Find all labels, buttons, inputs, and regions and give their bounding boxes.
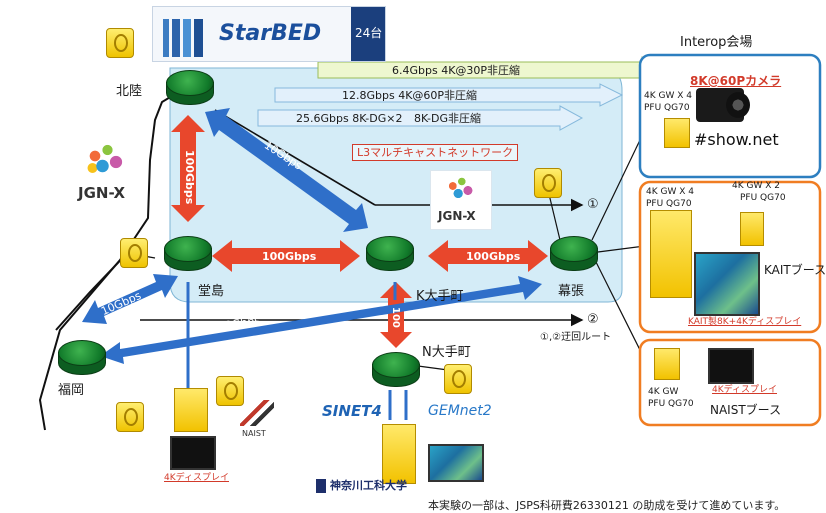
link-kotemachi-notemachi-label: 100 [390,307,401,328]
link-fukuoka-makuhari [100,276,542,364]
dojima-gateway-box [174,388,208,432]
stream-6g4-label: 6.4Gbps 4K@30P非圧縮 [392,64,521,77]
notemachi-display [428,444,484,482]
makuhari-gw-link [547,189,561,241]
camera-gw-line1: 4K GW X 4 [644,91,692,101]
makuhari-to-venue-1 [591,139,641,241]
kait-gw-b-line2: PFU QG70 [740,193,786,203]
show-net-logo: #show.net [694,130,779,149]
router-hokuriku: ✣ [166,70,214,108]
node-makuhari-label: 幕張 [558,284,585,299]
route-1-from-hokuriku [214,109,376,206]
link-kotemachi-makuhari-label: 100Gbps [466,250,521,263]
node-notemachi-label: N大手町 [422,345,471,360]
naist-4k-display [708,348,754,384]
jgnx-center-logo: JGN-X [438,209,476,223]
naist-gw-line1: 4K GW [648,387,679,397]
naist-display-label: 4Kディスプレイ [712,385,777,395]
camera-title: 8K@60Pカメラ [690,74,782,88]
link-dojima-kotemachi [212,240,360,272]
starbed-banner: StarBED 24台 [152,6,386,62]
router-notemachi: ✣ [372,352,420,390]
kait-booth-label: KAITブース [764,263,826,277]
link-fukuoka-dojima [82,274,178,324]
node-hokuriku-label: 北陸 [116,84,143,99]
stream-25g6-label: 25.6Gbps 8K-DG×2 [296,112,403,125]
kait-display-label: KAIT製8K+4Kディスプレイ [688,317,802,327]
naist-logo: NAIST [242,429,266,438]
makuhari-device-icon [534,168,562,198]
kait-gw-a-line2: PFU QG70 [646,199,692,209]
l3-network-label: L3マルチキャストネットワーク [352,144,519,161]
dojima-4k-display [170,436,216,470]
naist-logo-mark [240,400,274,426]
naist-gw-line2: PFU QG70 [648,399,694,409]
fukuoka-device-icon [116,402,144,432]
kait-gateway-stack-b [740,212,764,246]
kait-logo-mark [316,479,326,493]
starbed-device-icon [106,28,134,58]
stream-arrow-25g6 [257,105,584,131]
jgnx-left-logo-mark [80,140,130,180]
link-hokuriku-kotemachi [205,108,368,232]
camera-gw-line2: PFU QG70 [644,103,690,113]
kait-gw-b-line1: 4K GW X 2 [732,181,780,191]
route-legend: ①,②迂回ルート [540,332,612,343]
link-hokuriku-dojima-label: 100Gbps [183,150,196,205]
stream-8kdg-label: 8K-DG非圧縮 [414,112,482,125]
dojima-device-icon [120,238,148,268]
venue-title: Interop会場 [680,35,753,50]
jgnx-left-logo: JGN-X [78,184,126,202]
router-kotemachi: ✣ [366,236,414,274]
node-kotemachi-label: K大手町 [416,289,464,304]
router-dojima: ✣ [164,236,212,274]
stream-12g8-label: 12.8Gbps 4K@60P非圧縮 [342,89,478,102]
dojima-4k-display-label: 4Kディスプレイ [164,473,229,483]
router-fukuoka: ✣ [58,340,106,378]
route-marker-1: ① [587,197,599,212]
jgnx-center-logo-mark [442,174,478,204]
starbed-count-badge: 24台 [351,7,385,61]
camera-gateway-box [664,118,690,148]
starbed-logo: StarBED [219,21,322,46]
starbed-building-icon [163,19,213,57]
notemachi-device-icon [444,364,472,394]
router-makuhari: ✣ [550,236,598,274]
node-fukuoka-label: 福岡 [58,383,85,398]
link-hokuriku-dojima [171,115,205,222]
kait-8k-display [694,252,760,316]
camera-icon [696,88,750,122]
naist-booth-label: NAISTブース [710,403,782,417]
sinet-logo: SINET4 [322,402,382,420]
gemnet-logo: GEMnet2 [428,403,492,419]
makuhari-to-venue-2 [597,245,646,253]
route-marker-2: ② [587,312,599,327]
naist-device-icon [216,376,244,406]
naist-gateway-box [654,348,680,380]
kait-gw-a-line1: 4K GW X 4 [646,187,694,197]
notemachi-gw-link [417,365,449,371]
footnote: 本実験の一部は、JSPS科研費26330121 の助成を受けて進めています。 [428,499,786,512]
stream-arrow-12g8 [274,83,624,107]
link-dojima-kotemachi-label: 100Gbps [262,250,317,263]
notemachi-gateway-box [382,424,416,484]
kait-gateway-stack-a [650,210,692,298]
outline-backbone [38,95,173,431]
makuhari-to-venue-3 [595,261,646,361]
link-kotemachi-makuhari [428,240,548,272]
kait-logo: 神奈川工科大学 [330,479,407,492]
node-dojima-label: 堂島 [198,284,225,299]
link-kotemachi-notemachi [380,282,412,348]
starbed-count: 24台 [355,26,383,40]
